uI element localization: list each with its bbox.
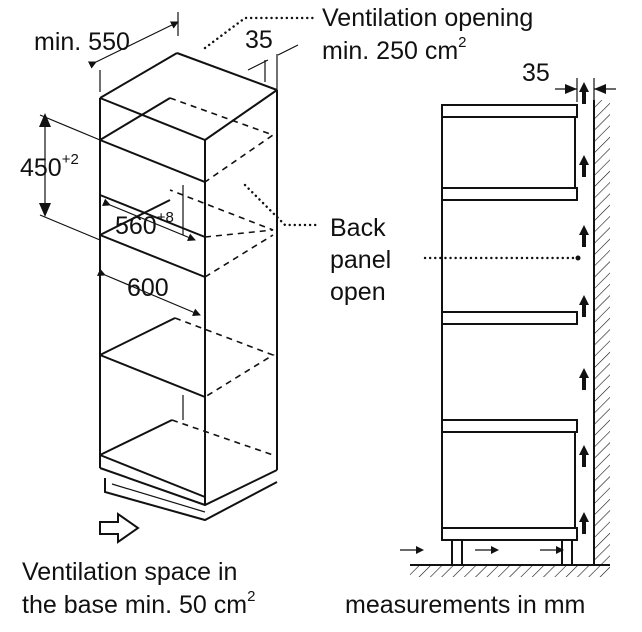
cabinet-plinth: [104, 478, 278, 522]
shelf-1: [99, 97, 275, 184]
cabinet-plinth-inner: [111, 483, 206, 513]
cabinet-top-front: [99, 97, 206, 141]
dim-inner-width-arrow: [102, 198, 196, 242]
dim-min-width-arrow: [87, 21, 179, 69]
section-shelf-4: [441, 419, 578, 433]
section-shelf-2: [441, 187, 578, 201]
section-shelf-3: [441, 311, 578, 325]
label-vent-opening-2: min. 250 cm2: [322, 34, 467, 65]
leader-back-panel-end: [575, 255, 581, 261]
cabinet-top-left: [99, 52, 178, 99]
arrow-up-icon: [579, 82, 589, 534]
label-gap-top: 35: [245, 26, 273, 54]
cabinet-bottom: [99, 467, 278, 507]
label-base-1: Ventilation space in: [22, 558, 237, 586]
label-gap-side: 35: [522, 59, 550, 87]
dim-depth-arrow: [96, 268, 201, 316]
arrow-right-icon: [400, 546, 564, 554]
label-base-2: the base min. 50 cm2: [22, 588, 255, 619]
leader-back-panel: [243, 183, 320, 227]
section-legs: [451, 540, 573, 565]
hollow-arrow-icon: [99, 512, 140, 544]
label-back-panel-2: panel: [330, 246, 391, 274]
label-height: 450+2: [20, 151, 79, 182]
section-shelf-5: [441, 527, 578, 541]
label-inner-width: 560+8: [115, 209, 174, 240]
cabinet-isometric: [39, 12, 320, 544]
side-section: [400, 78, 616, 577]
dim-gap-top-ext: [264, 54, 278, 90]
cabinet-top-right: [204, 89, 278, 141]
wall-hatch: [594, 100, 610, 565]
leader-vent-opening: [203, 16, 317, 50]
label-back-panel-3: open: [330, 278, 386, 306]
dim-height-ext: [39, 114, 101, 241]
label-depth: 600: [127, 274, 169, 302]
cabinet-top-back: [176, 52, 278, 91]
label-vent-opening-1: Ventilation opening: [322, 4, 533, 32]
shelf-5: [99, 419, 274, 498]
shelf-4: [99, 317, 275, 398]
section-shelf-top: [441, 104, 578, 118]
floor-hatch: [410, 565, 610, 577]
label-min-width: min. 550: [34, 28, 130, 56]
label-units: measurements in mm: [345, 591, 585, 619]
label-back-panel-1: Back: [330, 214, 386, 242]
